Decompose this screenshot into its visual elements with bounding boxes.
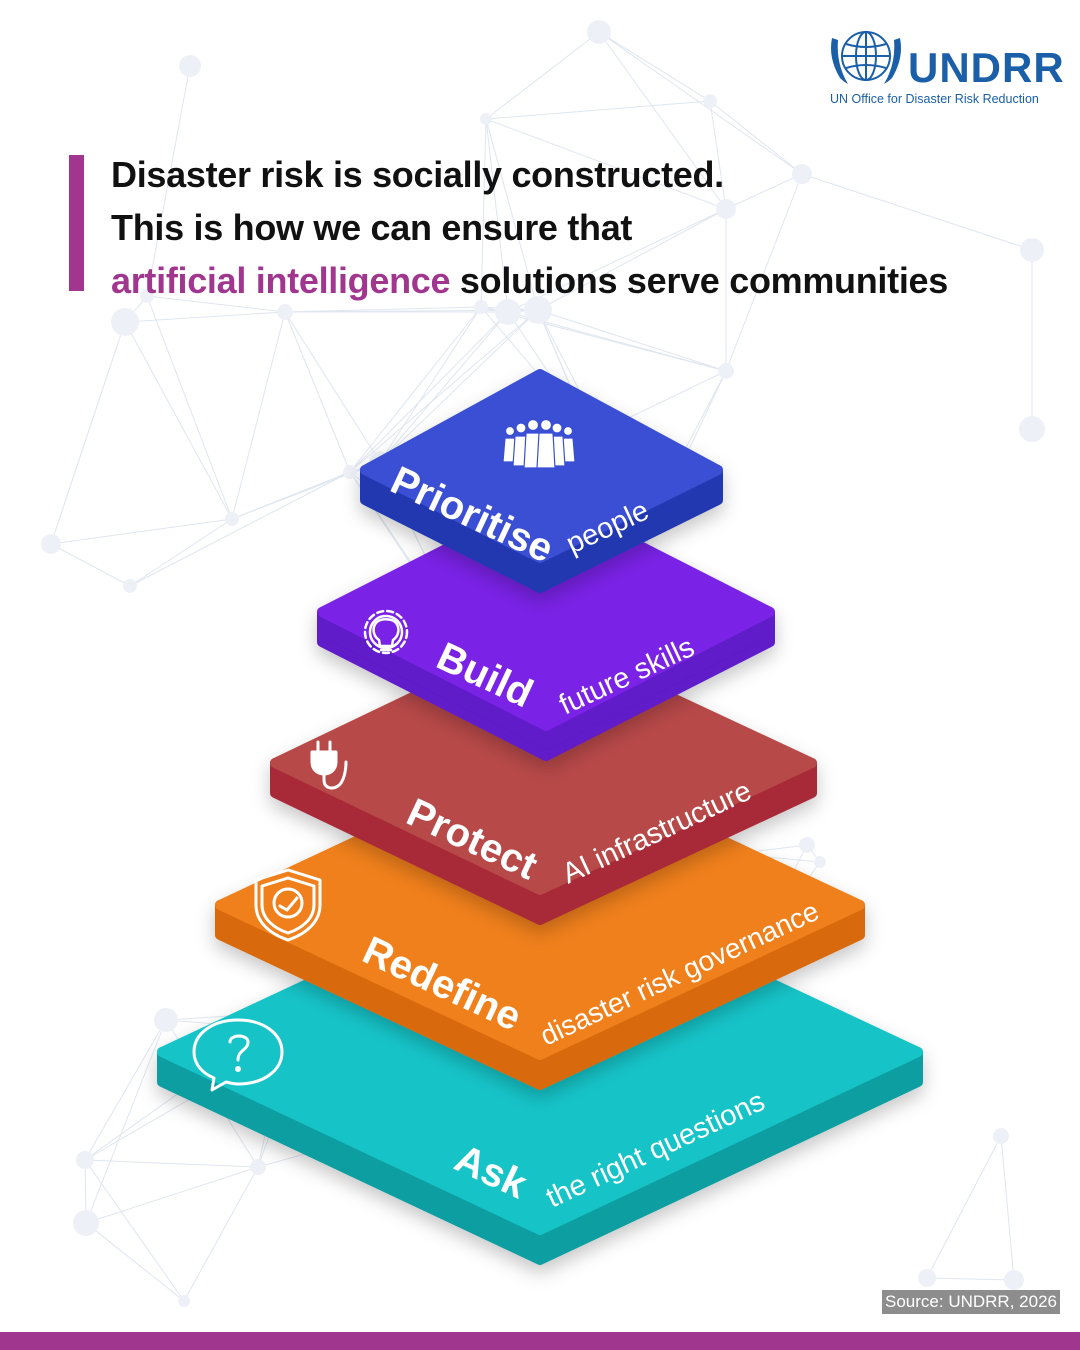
network-link bbox=[231, 471, 351, 520]
network-node bbox=[993, 1128, 1009, 1144]
network-link bbox=[85, 1166, 259, 1224]
network-link bbox=[379, 311, 509, 463]
network-link bbox=[485, 118, 727, 210]
network-link bbox=[537, 208, 727, 311]
network-node bbox=[799, 837, 815, 853]
network-link bbox=[284, 311, 351, 473]
title-highlight: artificial intelligence bbox=[111, 260, 451, 301]
lightbulb-gear-icon bbox=[363, 609, 409, 655]
network-link bbox=[85, 1019, 167, 1224]
network-link bbox=[349, 306, 482, 473]
network-node bbox=[154, 1008, 178, 1032]
network-node bbox=[76, 1151, 94, 1169]
network-link bbox=[349, 311, 509, 473]
network-node bbox=[792, 164, 812, 184]
title-accent-bar bbox=[69, 155, 84, 291]
network-link bbox=[146, 295, 233, 520]
network-link bbox=[284, 311, 381, 463]
network-link bbox=[709, 100, 803, 175]
page-title: Disaster risk is socially constructed. T… bbox=[111, 148, 948, 307]
undrr-logo: UNDRR UN Office for Disaster Risk Reduct… bbox=[828, 24, 1068, 114]
network-link bbox=[485, 100, 711, 120]
network-link bbox=[146, 295, 286, 313]
un-emblem-icon bbox=[831, 31, 901, 84]
network-link bbox=[480, 118, 487, 308]
network-link bbox=[183, 1166, 259, 1302]
network-link bbox=[1000, 1135, 1015, 1281]
network-link bbox=[129, 518, 233, 587]
network-link bbox=[485, 118, 539, 311]
network-node bbox=[718, 363, 734, 379]
network-node bbox=[703, 94, 717, 108]
network-node bbox=[73, 1210, 99, 1236]
pyramid-level-build bbox=[317, 493, 775, 761]
network-node bbox=[918, 1269, 936, 1287]
network-link bbox=[598, 31, 803, 175]
network-link bbox=[725, 173, 803, 372]
network-node bbox=[524, 296, 552, 324]
logo-subtitle: UN Office for Disaster Risk Reduction bbox=[830, 92, 1039, 106]
question-bubble-icon bbox=[192, 1018, 284, 1092]
network-link bbox=[284, 306, 482, 313]
network-link bbox=[507, 208, 727, 313]
network-link bbox=[598, 31, 727, 210]
bottom-accent-bar bbox=[0, 1332, 1080, 1350]
network-node bbox=[225, 512, 239, 526]
network-link bbox=[485, 118, 509, 313]
title-line-3-rest: solutions serve communities bbox=[450, 260, 948, 301]
network-node bbox=[179, 55, 201, 77]
network-link bbox=[926, 1135, 1002, 1279]
network-link bbox=[50, 543, 131, 587]
network-link bbox=[801, 173, 1033, 251]
network-node bbox=[716, 199, 736, 219]
network-node bbox=[111, 308, 139, 336]
network-link bbox=[485, 31, 600, 120]
network-link bbox=[50, 321, 126, 545]
network-link bbox=[85, 1222, 185, 1302]
network-link bbox=[146, 65, 191, 297]
network-link bbox=[537, 309, 727, 372]
network-node bbox=[343, 465, 357, 479]
network-link bbox=[709, 100, 727, 210]
network-node bbox=[41, 534, 61, 554]
network-node bbox=[140, 289, 154, 303]
network-node bbox=[587, 20, 611, 44]
network-node bbox=[1004, 1270, 1024, 1290]
network-link bbox=[379, 309, 539, 463]
network-link bbox=[84, 1159, 259, 1168]
source-label: Source: UNDRR, 2026 bbox=[882, 1290, 1060, 1314]
people-group-icon bbox=[502, 418, 576, 469]
network-link bbox=[598, 31, 711, 102]
network-link bbox=[84, 1019, 167, 1161]
network-node bbox=[495, 299, 521, 325]
network-node bbox=[178, 1295, 190, 1307]
network-link bbox=[129, 471, 351, 587]
power-plug-icon bbox=[310, 740, 348, 790]
network-node bbox=[250, 1159, 266, 1175]
network-link bbox=[725, 173, 803, 210]
network-link bbox=[379, 306, 482, 463]
network-link bbox=[231, 311, 286, 520]
network-node bbox=[277, 304, 293, 320]
network-link bbox=[50, 518, 233, 545]
network-link bbox=[124, 311, 286, 323]
network-node bbox=[123, 579, 137, 593]
title-line-3: artificial intelligence solutions serve … bbox=[111, 254, 948, 307]
network-node bbox=[474, 300, 488, 314]
network-link bbox=[926, 1277, 1015, 1281]
logo-wordmark: UNDRR bbox=[908, 44, 1065, 91]
title-line-2: This is how we can ensure that bbox=[111, 207, 633, 248]
network-node bbox=[1020, 238, 1044, 262]
title-line-1: Disaster risk is socially constructed. bbox=[111, 154, 724, 195]
network-node bbox=[480, 113, 492, 125]
network-node bbox=[1019, 416, 1045, 442]
network-link bbox=[124, 321, 233, 520]
network-node bbox=[814, 856, 826, 868]
pyramid-level-protect bbox=[270, 631, 817, 925]
shield-check-icon bbox=[254, 868, 322, 942]
